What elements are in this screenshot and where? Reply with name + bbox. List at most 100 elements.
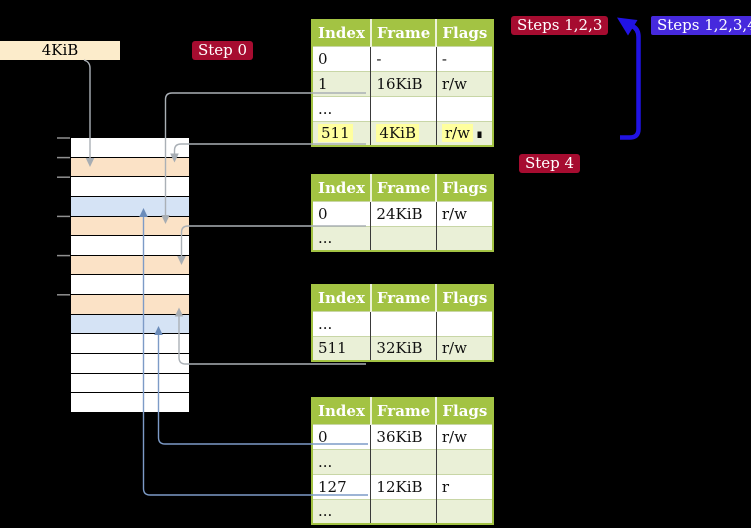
- table-cell: ...: [312, 498, 372, 524]
- memory-tick-marks: [57, 137, 70, 296]
- table-cell: ...: [312, 95, 372, 121]
- cell-value: 1: [318, 74, 328, 93]
- cell-value: ...: [318, 502, 333, 521]
- table-row: ...: [312, 498, 494, 524]
- table-cell: r/w: [436, 335, 494, 361]
- table-cell: [436, 95, 494, 121]
- cell-value: 0: [318, 204, 328, 223]
- table-cell: 1: [312, 70, 372, 96]
- table-row: ...: [312, 225, 494, 251]
- memory-frame-row: [71, 373, 189, 394]
- table-cell: ...: [312, 310, 372, 336]
- physical-memory-column: [70, 137, 190, 413]
- cell-value: 127: [318, 477, 347, 496]
- table-row: ...: [312, 310, 494, 336]
- column-header: Flags: [436, 398, 494, 424]
- column-header: Frame: [370, 398, 438, 424]
- cell-value: ...: [318, 452, 333, 471]
- cell-value: r/w: [441, 204, 467, 223]
- arrow-steps-1234-loop: [620, 22, 641, 140]
- table-row: 0--: [312, 45, 494, 71]
- column-header: Flags: [436, 20, 494, 46]
- badge-steps-1-2-3-4: Steps 1,2,3,4: [651, 16, 751, 35]
- table-cell: r/w: [436, 120, 494, 146]
- table-cell: [370, 95, 437, 121]
- table-row: ...: [312, 95, 494, 121]
- badge-step-0: Step 0: [192, 41, 254, 60]
- frame-4kib-box: 4KiB: [0, 41, 120, 60]
- memory-frame-row: [71, 314, 189, 335]
- memory-frame-row: [71, 236, 189, 256]
- memory-frame-row: [71, 295, 189, 315]
- table-cell: -: [370, 45, 437, 71]
- memory-frame-row: [71, 275, 189, 296]
- column-header: Index: [312, 20, 372, 46]
- memory-frame-row: [71, 216, 189, 237]
- cell-value: ...: [318, 314, 333, 333]
- memory-frame-row: [71, 196, 189, 217]
- table-cell: r/w: [436, 70, 494, 96]
- table-cell: 24KiB: [370, 200, 437, 226]
- table-cell: ...: [312, 225, 372, 251]
- table-row: 0 36KiB r/w: [312, 423, 494, 449]
- table-row: ...: [312, 448, 494, 474]
- table-cell: 32KiB: [370, 335, 437, 361]
- table-cell: [370, 498, 437, 524]
- cell-value: 36KiB: [376, 427, 423, 446]
- cell-value: 511: [318, 339, 347, 358]
- cell-value: 24KiB: [376, 204, 423, 223]
- cell-value: ...: [318, 99, 333, 118]
- memory-frame-row: [71, 138, 189, 158]
- table-cell: 12KiB: [370, 473, 437, 499]
- cell-value: 16KiB: [376, 74, 423, 93]
- table-cell: r: [436, 473, 494, 499]
- highlighted-value: r/w: [441, 124, 473, 143]
- memory-frame-row: [71, 334, 189, 355]
- table-cell: [436, 310, 494, 336]
- cell-value: -: [376, 49, 382, 68]
- table-row: 0 24KiB r/w: [312, 200, 494, 226]
- table-cell: 511: [312, 335, 372, 361]
- table-cell: 511: [312, 120, 372, 146]
- cell-value: r/w: [441, 74, 467, 93]
- arrowhead-up-left-icon: [617, 17, 638, 36]
- memory-frame-row: [71, 354, 189, 374]
- table-cell: r/w: [436, 423, 494, 449]
- table-cell: 4KiB: [370, 120, 437, 146]
- cell-value: 0: [318, 427, 328, 446]
- cell-value: r/w: [441, 427, 467, 446]
- badge-steps-1-2-3: Steps 1,2,3: [511, 16, 609, 35]
- memory-frame-row: [71, 393, 189, 412]
- table-cell: ...: [312, 448, 372, 474]
- highlighted-value: 4KiB: [376, 124, 419, 143]
- table-cell: 36KiB: [370, 423, 437, 449]
- column-header: Frame: [370, 20, 438, 46]
- cell-value: r/w: [441, 339, 467, 358]
- table-cell: [370, 448, 437, 474]
- memory-frame-row: [71, 177, 189, 197]
- table-cell: [436, 225, 494, 251]
- badge-step-4: Step 4: [519, 154, 581, 173]
- table-cell: 0: [312, 45, 372, 71]
- column-header: Index: [312, 175, 372, 201]
- memory-frame-row: [71, 255, 189, 276]
- table-cell: r/w: [436, 200, 494, 226]
- table-cell: 0: [312, 200, 372, 226]
- table-cell: [370, 310, 437, 336]
- table-cell: [370, 225, 437, 251]
- table-row: 1 16KiB r/w: [312, 70, 494, 96]
- column-header: Index: [312, 285, 372, 311]
- table-cell: -: [436, 45, 494, 71]
- column-header: Frame: [370, 285, 438, 311]
